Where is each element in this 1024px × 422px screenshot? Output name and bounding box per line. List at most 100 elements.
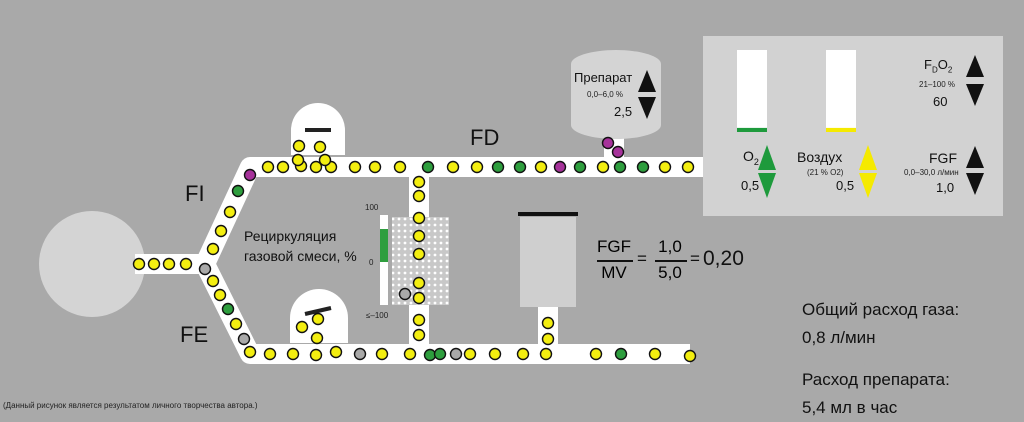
- air-up-arrow-icon[interactable]: [859, 145, 877, 170]
- gas-particle: [613, 160, 627, 174]
- gas-particle: [214, 224, 228, 238]
- gas-particle: [403, 347, 417, 361]
- gas-particle: [412, 313, 426, 327]
- gas-particle: [237, 332, 251, 346]
- gas-particle: [611, 145, 625, 159]
- o2-down-arrow-icon[interactable]: [758, 173, 776, 198]
- gas-particle: [313, 140, 327, 154]
- gas-particle: [309, 160, 323, 174]
- gas-particle: [231, 184, 245, 198]
- air-value: 0,5: [836, 178, 855, 193]
- gas-particle: [213, 288, 227, 302]
- gas-particle: [292, 139, 306, 153]
- fdo2-value: 60: [933, 94, 948, 109]
- recirculation-label-2: газовой смеси, %: [244, 248, 357, 264]
- gas-particle: [658, 160, 672, 174]
- total-gas-flow-value: 0,8 л/мин: [802, 328, 876, 347]
- gas-particle: [589, 347, 603, 361]
- footer-note: (Данный рисунок является результатом лич…: [3, 401, 258, 410]
- gas-particle: [375, 347, 389, 361]
- gas-particle: [412, 229, 426, 243]
- gas-particle: [601, 136, 615, 150]
- vaporizer-title: Препарат: [574, 70, 633, 85]
- gas-particle: [286, 347, 300, 361]
- air-down-arrow-icon[interactable]: [859, 173, 877, 198]
- gas-particle: [229, 317, 243, 331]
- gas-particle: [614, 347, 628, 361]
- gas-particle: [488, 347, 502, 361]
- formula-bar-right: [655, 260, 687, 262]
- fgf-up-arrow-icon[interactable]: [966, 146, 984, 168]
- gas-particle: [353, 347, 367, 361]
- gas-particle: [368, 160, 382, 174]
- gas-particle: [412, 276, 426, 290]
- o2-flowtube-level: [737, 127, 767, 132]
- air-flowtube-level: [826, 127, 856, 132]
- gas-particle: [310, 331, 324, 345]
- formula-numerator-right: 1,0: [658, 237, 682, 256]
- air-flowtube: [826, 50, 856, 132]
- gas-particle: [433, 347, 447, 361]
- gas-particle: [541, 316, 555, 330]
- gas-particle: [412, 189, 426, 203]
- gas-particle: [329, 345, 343, 359]
- gas-particle: [573, 160, 587, 174]
- gas-particle: [206, 274, 220, 288]
- gas-particle: [412, 211, 426, 225]
- fdo2-up-arrow-icon[interactable]: [966, 55, 984, 77]
- absorber-lid: [518, 212, 578, 216]
- gas-particle: [421, 160, 435, 174]
- gas-particle: [206, 242, 220, 256]
- fdo2-down-arrow-icon[interactable]: [966, 84, 984, 106]
- co2-absorber: [520, 217, 576, 307]
- gas-particle: [470, 160, 484, 174]
- o2-up-arrow-icon[interactable]: [758, 145, 776, 170]
- fi-label: FI: [185, 181, 205, 206]
- gas-particle: [648, 347, 662, 361]
- gas-particle: [553, 160, 567, 174]
- fgf-range: 0,0–30,0 л/мин: [904, 168, 959, 177]
- gas-particle: [534, 160, 548, 174]
- total-gas-flow: Общий расход газа: 0,8 л/мин: [802, 296, 959, 352]
- vaporizer-down-arrow-icon[interactable]: [638, 97, 656, 119]
- gas-particle: [261, 160, 275, 174]
- gas-particle: [412, 247, 426, 261]
- recirculation-label-1: Рециркуляция: [244, 228, 337, 244]
- formula-numerator-left: FGF: [597, 237, 631, 256]
- scale-top-label: 100: [365, 203, 379, 212]
- gas-particle: [516, 347, 530, 361]
- gas-particle: [491, 160, 505, 174]
- air-note: (21 % O2): [807, 168, 844, 177]
- gas-particle: [412, 175, 426, 189]
- gas-particle: [446, 160, 460, 174]
- o2-flowtube: [737, 50, 767, 132]
- gas-particle: [276, 160, 290, 174]
- formula-denominator-right: 5,0: [658, 263, 682, 282]
- vaporizer-up-arrow-icon[interactable]: [638, 70, 656, 92]
- gas-particle: [348, 160, 362, 174]
- gas-particle: [291, 153, 305, 167]
- gas-particle: [147, 257, 161, 271]
- formula-denominator-left: MV: [601, 263, 627, 282]
- gas-particle: [539, 347, 553, 361]
- fgf-down-arrow-icon[interactable]: [966, 173, 984, 195]
- formula-bar-left: [597, 260, 633, 262]
- gas-particle: [162, 257, 176, 271]
- o2-value: 0,5: [741, 178, 760, 193]
- agent-consumption-label: Расход препарата:: [802, 370, 950, 389]
- formula-equals-1: =: [637, 249, 647, 268]
- gas-particle: [596, 160, 610, 174]
- gas-particles: [132, 136, 697, 363]
- gas-particle: [636, 160, 650, 174]
- fd-label: FD: [470, 125, 500, 150]
- gas-particle: [243, 168, 257, 182]
- gas-particle: [412, 328, 426, 342]
- lung-shape: [39, 211, 145, 317]
- agent-consumption-value: 5,4 мл в час: [802, 398, 898, 417]
- o2-label: O2: [743, 148, 759, 167]
- gas-particle: [449, 347, 463, 361]
- fe-label: FE: [180, 322, 209, 347]
- fgf-label: FGF: [929, 150, 957, 166]
- gas-particle: [681, 160, 695, 174]
